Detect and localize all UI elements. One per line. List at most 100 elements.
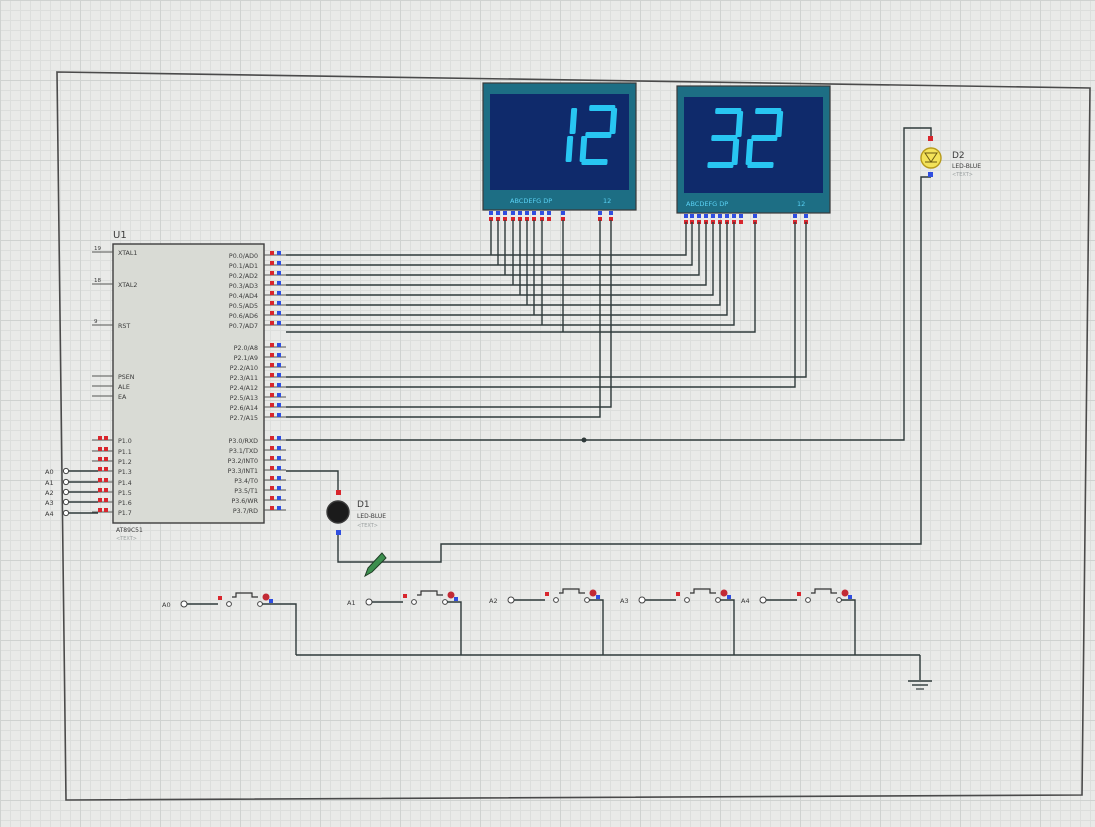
seven-seg-display-left[interactable]: ABCDEFG DP 12 12 bbox=[482, 82, 637, 211]
pin-marker bbox=[525, 217, 529, 221]
pin-marker bbox=[598, 211, 602, 215]
pin-marker bbox=[532, 211, 536, 215]
pin-marker bbox=[98, 488, 102, 492]
segment-e bbox=[579, 136, 588, 162]
wire bbox=[286, 127, 932, 441]
pin-marker bbox=[104, 508, 108, 512]
push-button-a4[interactable]: A4 bbox=[741, 588, 856, 655]
pin-marker bbox=[725, 214, 729, 218]
button-plunger bbox=[811, 588, 837, 594]
segment-d bbox=[707, 162, 734, 168]
led-d2[interactable]: D2 LED-BLUE <TEXT> bbox=[920, 136, 981, 178]
pin-marker bbox=[270, 373, 274, 377]
pin-marker bbox=[270, 281, 274, 285]
mcu-pin-label: P1.6 bbox=[118, 500, 132, 507]
push-button-a2[interactable]: A2 bbox=[489, 588, 604, 655]
mcu-pin-label: RST bbox=[118, 323, 130, 330]
pin-marker bbox=[561, 211, 565, 215]
pin-marker bbox=[697, 214, 701, 218]
push-button-a1[interactable]: A1 bbox=[347, 590, 462, 655]
wire bbox=[286, 222, 756, 333]
mcu-pin-number: 19 bbox=[94, 246, 101, 252]
pin-marker bbox=[609, 211, 613, 215]
pin-marker bbox=[277, 466, 281, 470]
pin-marker bbox=[270, 486, 274, 490]
mcu-pin-label: P0.2/AD2 bbox=[229, 273, 258, 280]
junction-dot bbox=[581, 437, 587, 443]
led-d1[interactable]: D1 LED-BLUE <TEXT> bbox=[326, 490, 386, 535]
pin-marker bbox=[270, 271, 274, 275]
button-contact bbox=[257, 601, 263, 607]
pin-marker bbox=[753, 214, 757, 218]
wire bbox=[841, 599, 856, 655]
mcu-pin-label: P1.1 bbox=[118, 449, 132, 456]
terminal-circle bbox=[62, 467, 70, 475]
pin-marker bbox=[270, 383, 274, 387]
mcu-pin-label: P0.3/AD3 bbox=[229, 283, 258, 290]
pin-marker bbox=[277, 301, 281, 305]
button-contact bbox=[684, 597, 690, 603]
led-d2-bulb bbox=[920, 147, 942, 169]
pin-marker bbox=[739, 220, 743, 224]
mcu-pin-label: P1.3 bbox=[118, 469, 132, 476]
wire bbox=[286, 220, 601, 418]
button-contact bbox=[584, 597, 590, 603]
mcu-pin-label: P2.6/A14 bbox=[230, 405, 258, 412]
pin-marker bbox=[797, 592, 801, 596]
pin-marker bbox=[270, 291, 274, 295]
pin-marker bbox=[804, 214, 808, 218]
wire bbox=[337, 176, 931, 563]
wire bbox=[286, 470, 339, 490]
terminal-label: A1 bbox=[45, 479, 54, 487]
terminal-circle bbox=[62, 478, 70, 486]
pin-marker bbox=[540, 211, 544, 215]
pin-marker bbox=[609, 217, 613, 221]
pin-marker bbox=[684, 214, 688, 218]
pin-marker bbox=[270, 311, 274, 315]
terminal-label: A0 bbox=[45, 468, 54, 476]
pin-marker bbox=[277, 413, 281, 417]
pin-marker bbox=[711, 214, 715, 218]
segment-d bbox=[581, 159, 608, 165]
mcu-pin-label: P3.4/T0 bbox=[234, 478, 258, 485]
pin-marker bbox=[532, 217, 536, 221]
pin-marker bbox=[596, 595, 600, 599]
push-button-a3[interactable]: A3 bbox=[620, 588, 735, 655]
mcu-pin-label: P2.0/A8 bbox=[234, 345, 258, 352]
seven-seg-display-right[interactable]: ABCDEFG DP 12 32 bbox=[676, 85, 831, 214]
mcu-pin-label: P0.1/AD1 bbox=[229, 263, 258, 270]
pointer-cursor-icon bbox=[364, 552, 387, 578]
mcu-pin-label: P0.6/AD6 bbox=[229, 313, 258, 320]
pin-marker bbox=[277, 251, 281, 255]
pin-marker bbox=[540, 217, 544, 221]
led-d1-ref: D1 bbox=[357, 500, 370, 510]
segment-e bbox=[745, 139, 754, 165]
pin-marker bbox=[598, 217, 602, 221]
pin-marker bbox=[496, 217, 500, 221]
wire bbox=[286, 222, 687, 256]
mcu-pin-label: P2.2/A10 bbox=[230, 365, 258, 372]
button-terminal-label: A4 bbox=[741, 597, 750, 605]
mcu-pin-label: P3.6/WR bbox=[231, 498, 258, 505]
pin-marker bbox=[793, 214, 797, 218]
mcu-pin-label: P1.2 bbox=[118, 459, 132, 466]
mcu-pin-label: P3.5/T1 bbox=[234, 488, 258, 495]
segment-c bbox=[565, 136, 574, 162]
pin-marker bbox=[277, 403, 281, 407]
display-right-common-label: 12 bbox=[797, 200, 805, 208]
push-button-a0[interactable]: A0 bbox=[162, 592, 297, 655]
display-left-common-label: 12 bbox=[603, 197, 611, 205]
segment-g bbox=[585, 132, 612, 138]
mcu-left-pins: XTAL1XTAL2RSTPSENALEEAP1.0P1.1P1.2P1.3P1… bbox=[92, 246, 137, 517]
mcu-pin-number: 9 bbox=[94, 319, 98, 325]
wire bbox=[589, 599, 604, 655]
mcu-u1[interactable]: U1 AT89C51 <TEXT> XTAL1XTAL2RSTPSENALEEA… bbox=[92, 230, 286, 542]
pin-marker bbox=[104, 447, 108, 451]
mcu-pin-label: P3.2/INT0 bbox=[228, 458, 258, 465]
button-contact bbox=[553, 597, 559, 603]
pin-marker bbox=[503, 217, 507, 221]
pin-marker bbox=[270, 343, 274, 347]
button-actuator bbox=[447, 591, 455, 599]
pin-marker bbox=[277, 393, 281, 397]
